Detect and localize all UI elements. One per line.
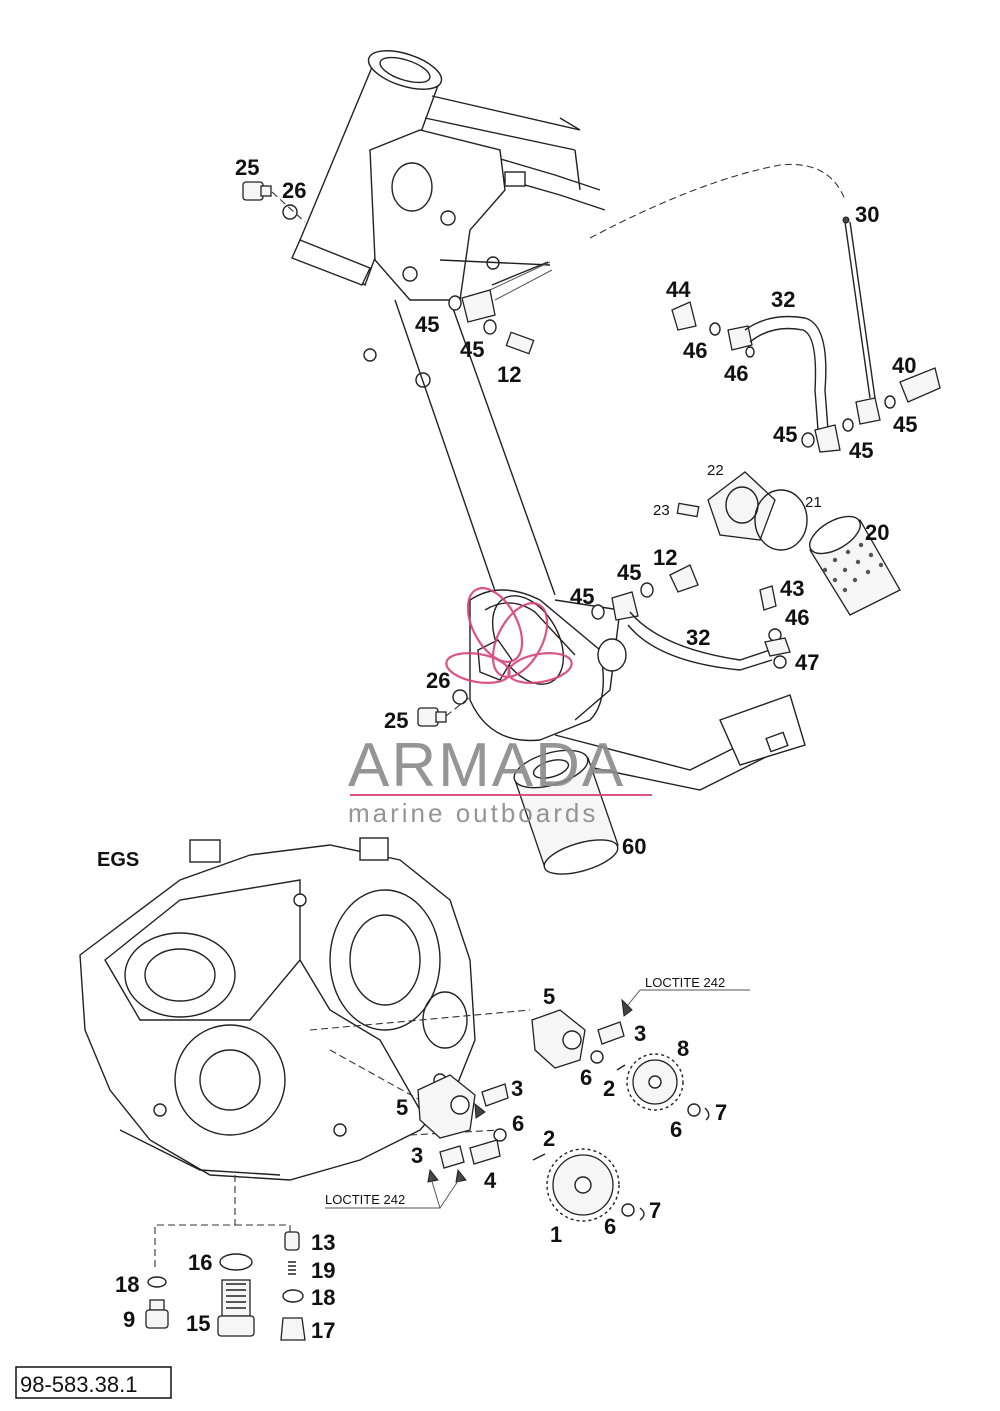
callout-43: 43 bbox=[780, 576, 804, 601]
drain-plug-lower bbox=[417, 639, 513, 727]
callout-6a: 6 bbox=[580, 1065, 592, 1090]
callout-20: 20 bbox=[865, 520, 889, 545]
callout-13: 13 bbox=[311, 1230, 335, 1255]
callout-15: 15 bbox=[186, 1311, 210, 1336]
pump-leader-2 bbox=[329, 1049, 421, 1101]
loctite-top-pointer bbox=[627, 989, 641, 1006]
callout-60: 60 bbox=[622, 834, 646, 859]
callout-12a: 12 bbox=[497, 362, 521, 387]
callout-17: 17 bbox=[311, 1318, 335, 1343]
watermark-logo-icon bbox=[445, 587, 573, 684]
callout-18b: 18 bbox=[311, 1285, 335, 1310]
callout-8: 8 bbox=[677, 1036, 689, 1061]
callout-3a: 3 bbox=[634, 1021, 646, 1046]
callout-2a: 2 bbox=[603, 1076, 615, 1101]
callout-45g: 45 bbox=[570, 584, 594, 609]
callout-16: 16 bbox=[188, 1250, 212, 1275]
callout-2b: 2 bbox=[543, 1126, 555, 1151]
oil-strainer-group bbox=[145, 1231, 306, 1341]
callout-46b: 46 bbox=[724, 361, 748, 386]
watermark-tagline: marine outboards bbox=[348, 798, 598, 828]
reference-number: 98-583.38.1 bbox=[20, 1372, 137, 1397]
callout-45c: 45 bbox=[893, 412, 917, 437]
oil-hose-top bbox=[671, 301, 941, 453]
callout-26b: 26 bbox=[426, 668, 450, 693]
callout-46c: 46 bbox=[785, 605, 809, 630]
watermark: ARMADA marine outboards bbox=[348, 587, 652, 828]
drain-plug-top bbox=[242, 181, 306, 223]
pump-leader-1 bbox=[309, 1009, 531, 1031]
oil-hose-bottom bbox=[591, 564, 791, 671]
callout-4: 4 bbox=[484, 1168, 497, 1193]
callout-7a: 7 bbox=[715, 1100, 727, 1125]
callout-45d: 45 bbox=[773, 422, 797, 447]
callout-6c: 6 bbox=[512, 1111, 524, 1136]
dipstick-rod bbox=[842, 216, 876, 399]
callout-22: 22 bbox=[707, 462, 724, 479]
reference-box: 98-583.38.1 bbox=[15, 1366, 172, 1399]
callout-25a: 25 bbox=[235, 155, 259, 180]
callout-6b: 6 bbox=[670, 1117, 682, 1142]
callout-40: 40 bbox=[892, 353, 916, 378]
callout-32a: 32 bbox=[771, 287, 795, 312]
oil-filter-canister bbox=[513, 749, 619, 875]
callout-12b: 12 bbox=[653, 545, 677, 570]
loctite-bottom-pointers bbox=[325, 1174, 463, 1209]
strainer-leader-2 bbox=[235, 1224, 291, 1235]
callout-3b: 3 bbox=[511, 1076, 523, 1101]
engine-label: EGS bbox=[97, 849, 139, 871]
callout-19: 19 bbox=[311, 1258, 335, 1283]
engine-case-drawing bbox=[79, 837, 476, 1181]
filter-cover-group bbox=[676, 471, 901, 616]
loctite-bottom-label: LOCTITE 242 bbox=[325, 1192, 405, 1207]
callout-47: 47 bbox=[795, 650, 819, 675]
callout-7b: 7 bbox=[649, 1198, 661, 1223]
loctite-top-label: LOCTITE 242 bbox=[645, 975, 725, 990]
callout-18a: 18 bbox=[115, 1272, 139, 1297]
callout-32b: 32 bbox=[686, 625, 710, 650]
callout-5a: 5 bbox=[543, 984, 555, 1009]
callout-23: 23 bbox=[653, 502, 670, 519]
callout-45f: 45 bbox=[617, 560, 641, 585]
callout-5b: 5 bbox=[396, 1095, 408, 1120]
callout-6d: 6 bbox=[604, 1214, 616, 1239]
callout-21: 21 bbox=[805, 494, 822, 511]
oil-pump-lower bbox=[417, 1074, 645, 1222]
callout-30: 30 bbox=[855, 202, 879, 227]
callout-25b: 25 bbox=[384, 708, 408, 733]
callout-46a: 46 bbox=[683, 338, 707, 363]
watermark-brand: ARMADA bbox=[348, 731, 625, 800]
callout-45b: 45 bbox=[460, 337, 484, 362]
oil-line-dash bbox=[589, 163, 846, 239]
callout-45a: 45 bbox=[415, 312, 439, 337]
callouts: 25 26 45 45 12 30 44 32 46 46 40 45 45 4… bbox=[97, 155, 917, 1343]
banjo-top-left bbox=[448, 261, 553, 355]
callout-26a: 26 bbox=[282, 178, 306, 203]
frame-drawing bbox=[291, 50, 806, 791]
callout-1: 1 bbox=[550, 1222, 562, 1247]
strainer-leader bbox=[154, 1175, 236, 1270]
callout-45e: 45 bbox=[849, 438, 873, 463]
callout-3c: 3 bbox=[411, 1143, 423, 1168]
oil-pump-upper bbox=[531, 998, 710, 1121]
callout-9: 9 bbox=[123, 1307, 135, 1332]
callout-44: 44 bbox=[666, 277, 691, 302]
